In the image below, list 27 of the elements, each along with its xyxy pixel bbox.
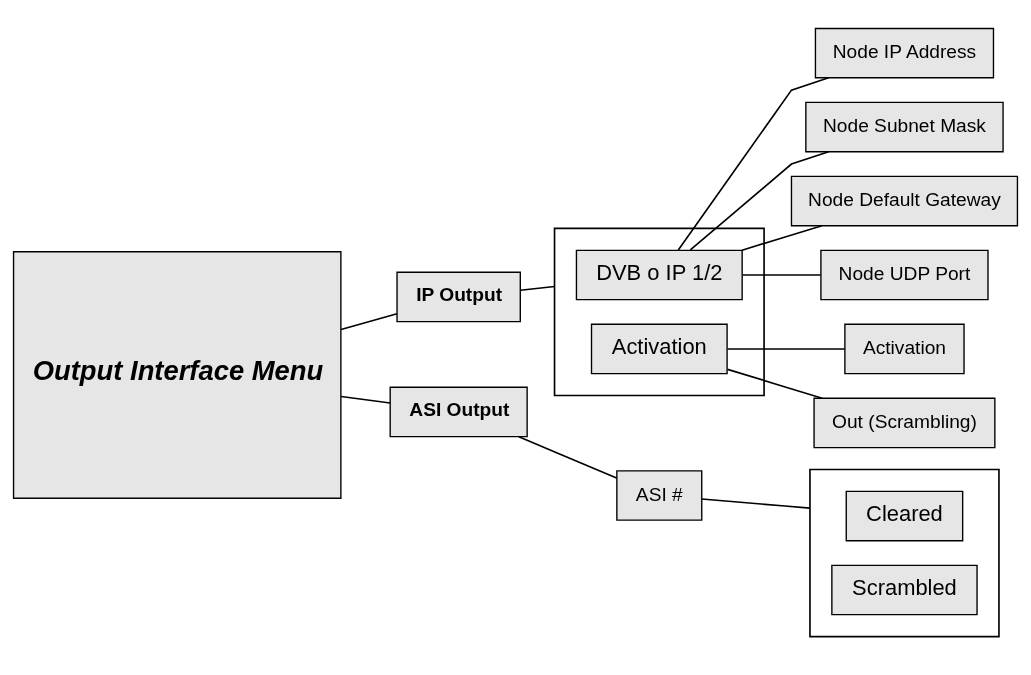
connector xyxy=(519,285,556,291)
node-box: IP Output xyxy=(396,271,521,322)
cluster xyxy=(809,468,1000,637)
connector xyxy=(340,395,391,404)
node-box: ASI # xyxy=(616,469,703,521)
node-box: Node UDP Port xyxy=(820,249,989,300)
node-box: ASI Output xyxy=(389,386,528,437)
node-box: Node Default Gateway xyxy=(790,175,1019,226)
connector xyxy=(741,224,823,251)
node-box: Cleared xyxy=(845,490,964,541)
connector xyxy=(518,435,618,479)
connector xyxy=(677,76,830,251)
cluster xyxy=(553,227,765,396)
connector xyxy=(726,347,846,350)
node-box: Out (Scrambling) xyxy=(813,397,996,448)
connector xyxy=(741,273,822,276)
node-box: Output Interface Menu xyxy=(12,250,342,499)
connector xyxy=(700,497,811,509)
node-box: Activation xyxy=(844,323,965,374)
node-box: DVB o IP 1/2 xyxy=(575,249,743,300)
connector xyxy=(726,368,824,399)
node-box: Scrambled xyxy=(831,564,978,615)
node-box: Activation xyxy=(590,323,728,374)
connector xyxy=(340,312,398,330)
connector xyxy=(689,150,830,251)
node-box: Node IP Address xyxy=(814,27,995,78)
node-box: Node Subnet Mask xyxy=(805,101,1004,152)
